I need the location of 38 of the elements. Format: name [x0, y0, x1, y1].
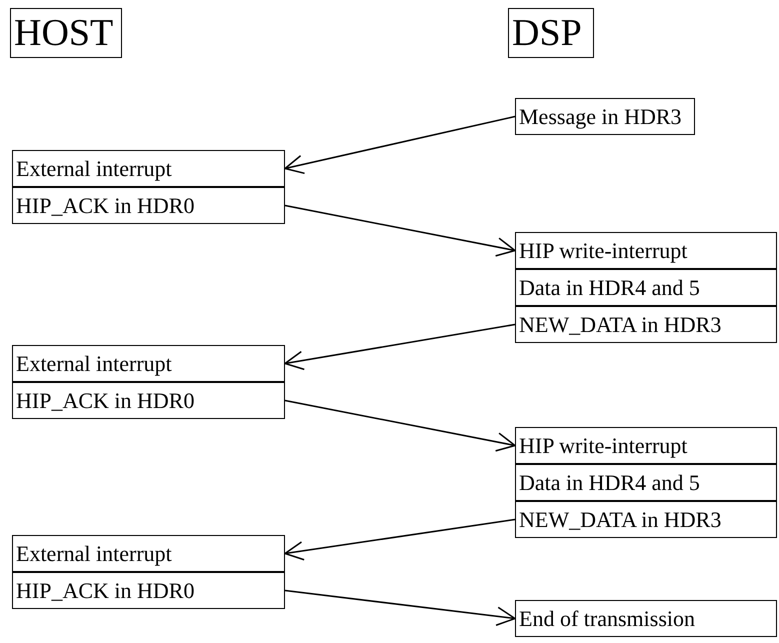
heading-box [508, 8, 594, 58]
message-text: HIP_ACK in HDR0 [15, 578, 194, 604]
arrow [284, 324, 516, 370]
message-text: Message in HDR3 [518, 104, 682, 130]
message-box [515, 427, 777, 464]
message-text: NEW_DATA in HDR3 [518, 312, 722, 338]
message-box [515, 269, 777, 306]
message-text: External interrupt [15, 350, 172, 376]
message-text: End of transmission [518, 606, 695, 632]
message-box [12, 187, 285, 224]
message-box [515, 306, 777, 343]
message-text: DSP [511, 11, 583, 55]
message-box [12, 345, 285, 382]
arrow [284, 204, 516, 257]
message-box [12, 535, 285, 572]
arrow [284, 590, 516, 626]
message-box [515, 232, 777, 269]
message-box [515, 98, 695, 135]
message-text: External interrupt [15, 540, 172, 566]
message-box [515, 600, 777, 637]
message-box [12, 382, 285, 419]
message-text: HIP_ACK in HDR0 [15, 192, 194, 218]
arrow [284, 400, 516, 452]
message-box [12, 150, 285, 187]
message-box [515, 501, 777, 538]
arrow [284, 518, 516, 561]
message-text: HIP write-interrupt [518, 432, 688, 458]
message-text: Data in HDR4 and 5 [518, 470, 700, 496]
message-box [515, 464, 777, 501]
message-text: HIP write-interrupt [518, 238, 688, 264]
message-text: External interrupt [15, 156, 172, 182]
heading-box [10, 8, 122, 58]
message-text: HOST [13, 11, 114, 55]
message-text: HIP_ACK in HDR0 [15, 388, 194, 414]
message-text: NEW_DATA in HDR3 [518, 506, 722, 532]
message-text: Data in HDR4 and 5 [518, 274, 700, 300]
message-box [12, 572, 285, 609]
arrow [284, 116, 516, 174]
